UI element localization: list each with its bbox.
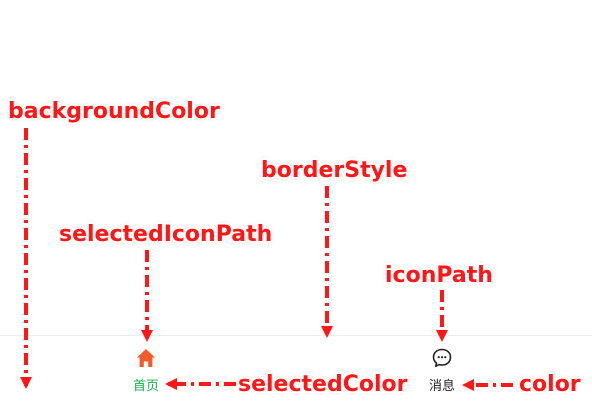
icon-path-annotation: iconPath	[385, 263, 493, 288]
home-icon	[137, 349, 155, 367]
border-style-annotation: borderStyle	[261, 158, 408, 183]
tab-message[interactable]: 消息	[402, 336, 482, 406]
background-color-annotation: backgroundColor	[8, 99, 220, 124]
color-annotation: color	[519, 372, 581, 397]
tab-home[interactable]: 首页	[106, 336, 186, 406]
selected-color-annotation: selectedColor	[238, 372, 408, 397]
selected-icon-path-annotation: selectedIconPath	[59, 222, 273, 247]
tab-home-label: 首页	[132, 379, 159, 394]
tab-message-label: 消息	[428, 379, 455, 394]
message-bubble-icon	[432, 348, 452, 368]
tab-bar: 首页 消息	[0, 335, 592, 409]
